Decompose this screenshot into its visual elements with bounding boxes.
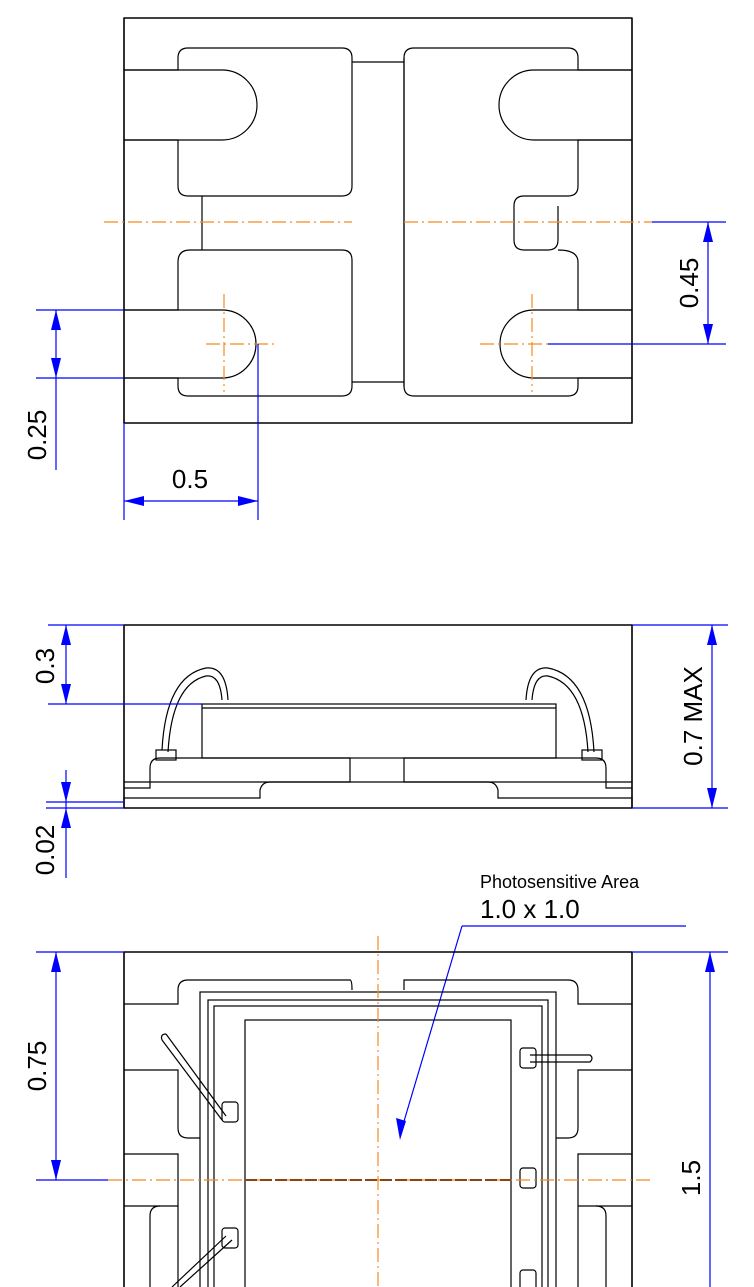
bond-wire-right-1 <box>530 1054 593 1063</box>
dimension-0-45: 0.45 <box>548 221 726 345</box>
leader-arrowhead <box>396 1118 406 1140</box>
dimension-0-02: 0.02 <box>30 770 124 878</box>
photosensitive-area-size: 1.0 x 1.0 <box>480 894 580 924</box>
bond-pad-right-2 <box>519 1167 537 1189</box>
center-slot <box>352 58 405 386</box>
pad-right-notch-lower <box>557 249 632 311</box>
bond-pad-right-3 <box>519 1269 537 1287</box>
dimension-0-25: 0.25 <box>22 309 124 470</box>
side-substrate-right <box>403 757 632 789</box>
pad-left-lower <box>124 249 353 397</box>
leader-line <box>401 925 463 1129</box>
dimension-0-3: 0.3 <box>30 624 202 705</box>
bond-wire-left-1 <box>160 1033 227 1121</box>
pad-left-upper <box>124 47 353 197</box>
side-bottom-terminals <box>123 781 633 808</box>
dimension-label-0-02: 0.02 <box>30 825 60 876</box>
side-wire-bond-right <box>525 667 595 753</box>
bond-pad-left-1 <box>221 1101 239 1123</box>
terminal-right-upper <box>498 69 632 141</box>
side-substrate <box>124 757 351 789</box>
top-die-inner <box>213 1005 543 1287</box>
side-die-attach <box>155 749 177 761</box>
photosensitive-area-label: Photosensitive Area <box>480 872 640 892</box>
top-view: Photosensitive Area 1.0 x 1.0 <box>22 872 728 1287</box>
dimension-1-5: 1.5 <box>632 951 728 1287</box>
dimension-label-0-75: 0.75 <box>22 1041 52 1092</box>
side-wire-bond-left <box>161 667 229 753</box>
terminal-left-upper <box>124 69 258 141</box>
side-view: 0.3 0.7 MAX 0.02 <box>30 624 728 878</box>
dimension-label-0-7-max: 0.7 MAX <box>678 666 708 766</box>
top-side-pads-right <box>403 979 632 1287</box>
dimension-label-0-45: 0.45 <box>674 258 704 309</box>
dimension-label-0-25: 0.25 <box>22 410 52 461</box>
bond-wire-left-2 <box>171 1235 233 1287</box>
bottom-view-pad-layout: 0.45 0.25 0.5 <box>22 17 726 520</box>
dimension-label-0-5: 0.5 <box>172 464 208 494</box>
dimension-0-7-max: 0.7 MAX <box>632 624 728 809</box>
bond-pad-right-1 <box>519 1047 537 1069</box>
top-die-middle <box>207 999 549 1287</box>
dimension-0-5: 0.5 <box>123 344 259 520</box>
dimension-label-0-3: 0.3 <box>30 648 60 684</box>
side-die-attach-right <box>581 749 603 761</box>
pad-right-notch-upper <box>513 139 632 251</box>
top-edge-notches <box>124 1153 632 1287</box>
dimension-0-75: 0.75 <box>22 951 124 1181</box>
dimension-label-1-5: 1.5 <box>676 1160 706 1196</box>
bond-pad-left-2 <box>221 1227 239 1249</box>
top-package-outline <box>123 951 633 1287</box>
side-die <box>201 703 557 759</box>
package-outline <box>123 17 633 424</box>
